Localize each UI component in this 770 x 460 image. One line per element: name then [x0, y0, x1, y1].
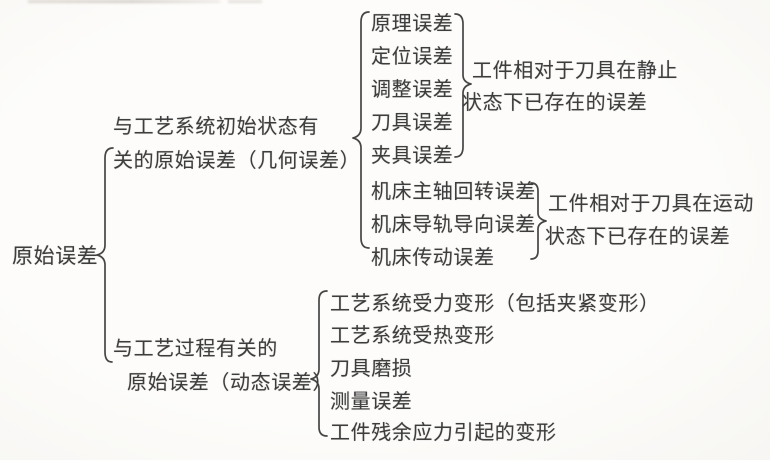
- motion-note-line2: 状态下已存在的误差: [545, 226, 731, 248]
- cropped-text-smudge: [28, 0, 220, 3]
- tree-item-measurement-error: 测量误差: [330, 391, 413, 413]
- static-note-line2: 状态下已存在的误差: [462, 92, 648, 114]
- cropped-text-smudge: [228, 0, 262, 3]
- dynamic-group-brace: [310, 290, 328, 437]
- tree-item-residual-stress-deformation: 工件残余应力引起的变形: [330, 422, 557, 444]
- static-note-line1: 工件相对于刀具在静止: [472, 60, 678, 82]
- dynamic-branch-label-line1: 与工艺过程有关的: [113, 338, 278, 360]
- tree-item-spindle-rotation-error: 机床主轴回转误差: [371, 181, 536, 203]
- motion-note-line1: 工件相对于刀具在运动: [548, 193, 754, 215]
- tree-item-thermal-deformation: 工艺系统受热变形: [330, 325, 495, 347]
- tree-item-guideway-error: 机床导轨导向误差: [371, 214, 536, 236]
- tree-item-principle-error: 原理误差: [371, 13, 454, 35]
- static-note-brace: [454, 13, 472, 158]
- tree-item-force-deformation: 工艺系统受力变形（包括夹紧变形）: [330, 293, 660, 315]
- geometric-branch-label-line1: 与工艺系统初始状态有: [113, 116, 319, 138]
- geometric-group-brace: [352, 11, 370, 249]
- root-label: 原始误差: [12, 244, 99, 268]
- tree-item-tool-error: 刀具误差: [371, 112, 454, 134]
- geometric-branch-label-line2: 关的原始误差（几何误差）: [113, 150, 361, 172]
- dynamic-branch-label-line2: 原始误差（动态误差）: [127, 372, 333, 394]
- tree-item-tool-wear: 刀具磨损: [330, 358, 413, 380]
- tree-item-adjustment-error: 调整误差: [371, 79, 454, 101]
- tree-item-positioning-error: 定位误差: [371, 46, 454, 68]
- tree-item-transmission-error: 机床传动误差: [371, 247, 495, 269]
- main-brace: [96, 147, 114, 363]
- tree-item-fixture-error: 夹具误差: [371, 145, 454, 167]
- motion-note-brace: [530, 182, 547, 260]
